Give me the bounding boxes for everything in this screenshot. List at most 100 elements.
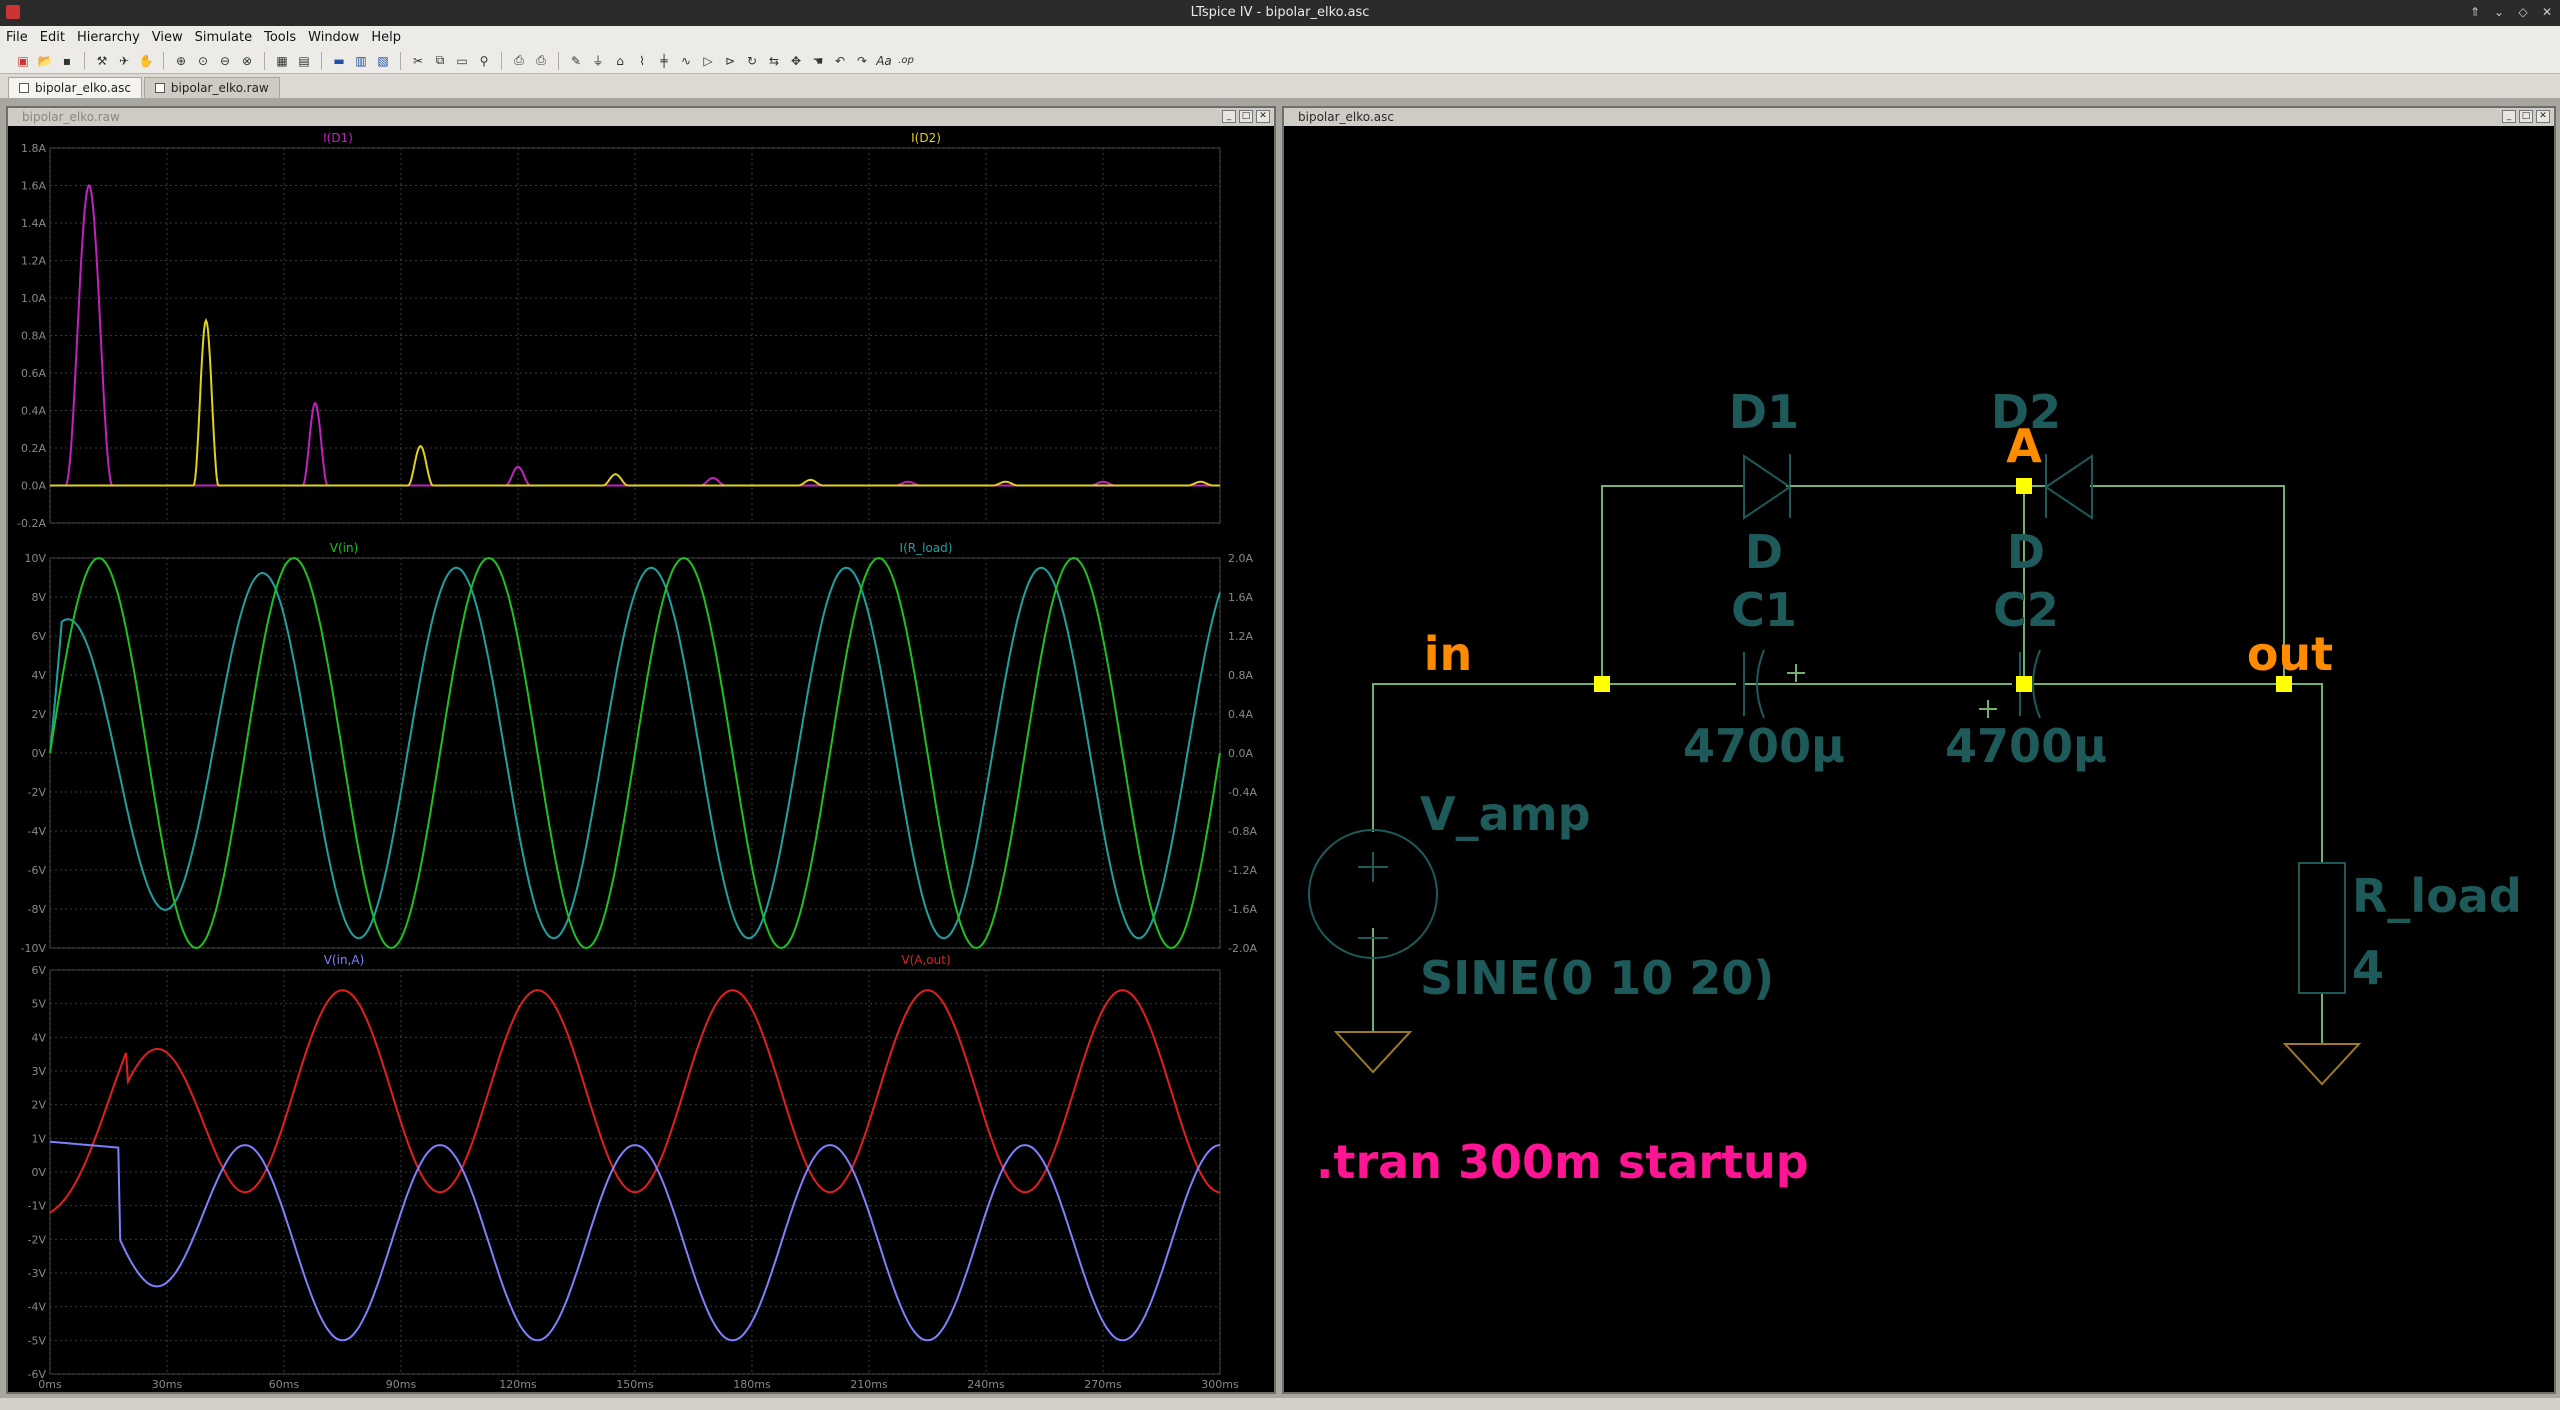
trace-irload[interactable]: [49, 566, 1221, 940]
copy-icon[interactable]: ⧉: [435, 53, 445, 67]
legend-vina[interactable]: V(in,A): [324, 953, 365, 967]
c2-name[interactable]: C2: [1993, 583, 2059, 637]
trace-vin[interactable]: [49, 556, 1221, 950]
resistor-icon[interactable]: ⌇: [639, 53, 645, 68]
print-icon[interactable]: ⎙: [536, 53, 546, 67]
v-amp-value[interactable]: SINE(0 10 20): [1420, 951, 1774, 1005]
schematic-canvas[interactable]: in A out D1 D D2 D C1 4700µ C2 4700µ V_a…: [1284, 126, 2554, 1392]
rotate-icon[interactable]: ↻: [746, 53, 758, 68]
close-icon[interactable]: ✕: [2536, 110, 2550, 123]
r-load-value[interactable]: 4: [2352, 941, 2384, 995]
autorange-icon[interactable]: ▦: [276, 53, 288, 68]
diode-d1[interactable]: [1743, 454, 1804, 520]
waveform-plot[interactable]: 1.8A1.6A1.4A1.2A1.0A0.8A0.6A0.4A0.2A0.0A…: [8, 126, 1274, 1392]
maximize-icon[interactable]: ◇: [2518, 5, 2528, 19]
d2-value[interactable]: D: [2007, 525, 2045, 579]
save-icon[interactable]: ▪: [62, 53, 72, 68]
restore-icon[interactable]: □: [1239, 110, 1253, 123]
menu-view[interactable]: View: [151, 29, 183, 45]
c2-value[interactable]: 4700µ: [1945, 719, 2107, 773]
minimize-icon[interactable]: _: [1222, 110, 1236, 123]
d2-name[interactable]: D2: [1991, 385, 2061, 439]
control-panel-icon[interactable]: ⚒: [96, 53, 108, 68]
zoom-in-icon[interactable]: ⊕: [175, 53, 187, 68]
net-label-in[interactable]: in: [1424, 627, 1473, 681]
inductor-icon[interactable]: ∿: [680, 53, 692, 68]
trace-id2[interactable]: [50, 317, 1220, 487]
close-icon[interactable]: ✕: [1256, 110, 1270, 123]
y-tick-label: 5V: [31, 998, 46, 1011]
menu-edit[interactable]: Edit: [39, 29, 65, 45]
d1-name[interactable]: D1: [1729, 385, 1799, 439]
menu-help[interactable]: Help: [371, 29, 402, 45]
voltage-source-v-amp[interactable]: [1308, 829, 1438, 959]
x-tick-label: 0ms: [38, 1378, 62, 1391]
ground-icon[interactable]: ⏚: [591, 54, 604, 68]
component-icon[interactable]: ⊳: [724, 53, 736, 68]
draw-wire-icon[interactable]: ✎: [570, 53, 582, 68]
ground-symbol-2[interactable]: [2282, 1043, 2362, 1086]
spice-directive-icon[interactable]: .op: [898, 55, 914, 66]
print-setup-icon[interactable]: ⎙: [514, 53, 524, 67]
close-icon[interactable]: ✕: [2541, 5, 2553, 19]
tile-horizontal-icon[interactable]: ▬: [333, 53, 345, 68]
menu-hierarchy[interactable]: Hierarchy: [76, 29, 140, 45]
minimize-icon[interactable]: _: [2502, 110, 2516, 123]
menu-window[interactable]: Window: [308, 29, 360, 45]
cut-icon[interactable]: ✂: [412, 53, 424, 68]
c1-name[interactable]: C1: [1731, 583, 1797, 637]
redo-icon[interactable]: ↷: [856, 53, 868, 68]
capacitor-icon[interactable]: ╪: [660, 53, 668, 68]
drag-icon[interactable]: ☚: [812, 53, 824, 68]
legend-irload[interactable]: I(R_load): [900, 541, 953, 555]
menu-file[interactable]: File: [6, 29, 28, 45]
net-label-out[interactable]: out: [2247, 627, 2333, 681]
mirror-icon[interactable]: ⇆: [768, 53, 780, 68]
net-label-a[interactable]: A: [2006, 419, 2042, 473]
legend-vin[interactable]: V(in): [330, 541, 359, 555]
r-load-name[interactable]: R_load: [2352, 869, 2522, 923]
legend-vaout[interactable]: V(A,out): [901, 953, 950, 967]
keep-above-icon[interactable]: ⇑: [2469, 5, 2481, 19]
minimize-icon[interactable]: ⌄: [2493, 5, 2505, 19]
tab-waveform[interactable]: bipolar_elko.raw: [143, 77, 280, 98]
x-tick-label: 300ms: [1201, 1378, 1239, 1391]
legend-id1[interactable]: I(D1): [323, 131, 353, 145]
zoom-out-icon[interactable]: ⊖: [219, 53, 231, 68]
pan-icon[interactable]: ⊙: [197, 53, 209, 68]
spice-directive[interactable]: .tran 300m startup: [1316, 1135, 1809, 1189]
undo-icon[interactable]: ↶: [834, 53, 846, 68]
x-tick-label: 150ms: [616, 1378, 654, 1391]
grid-icon[interactable]: ▤: [298, 53, 310, 68]
diode-d2[interactable]: [2044, 454, 2093, 520]
paste-icon[interactable]: ▭: [456, 53, 468, 68]
y-tick-label: 8V: [31, 591, 46, 604]
v-amp-name[interactable]: V_amp: [1420, 787, 1591, 841]
schematic-window[interactable]: bipolar_elko.asc _ □ ✕: [1282, 106, 2556, 1394]
cascade-icon[interactable]: ▥: [355, 53, 367, 68]
resistor-r-load[interactable]: [2298, 862, 2346, 994]
new-schematic-icon[interactable]: ▣: [17, 53, 29, 68]
label-net-icon[interactable]: ⌂: [616, 53, 624, 68]
trace-vaout[interactable]: [49, 989, 1221, 1214]
text-icon[interactable]: Aa: [876, 53, 892, 68]
y-tick-label-right: -2.0A: [1228, 942, 1257, 955]
diode-icon[interactable]: ▷: [703, 53, 713, 68]
ground-symbol-1[interactable]: [1333, 1031, 1413, 1074]
trace-vina[interactable]: [49, 1140, 1221, 1342]
d1-value[interactable]: D: [1745, 525, 1783, 579]
zoom-fit-icon[interactable]: ⊗: [241, 53, 253, 68]
legend-id2[interactable]: I(D2): [911, 131, 941, 145]
menu-simulate[interactable]: Simulate: [194, 29, 253, 45]
find-icon[interactable]: ⚲: [479, 53, 489, 68]
move-icon[interactable]: ✥: [790, 53, 802, 68]
c1-value[interactable]: 4700µ: [1683, 719, 1845, 773]
tile-vertical-icon[interactable]: ▧: [377, 53, 389, 68]
run-icon[interactable]: ✈: [118, 53, 130, 68]
halt-icon[interactable]: ✋: [138, 53, 154, 68]
restore-icon[interactable]: □: [2519, 110, 2533, 123]
menu-tools[interactable]: Tools: [264, 29, 297, 45]
tab-schematic[interactable]: bipolar_elko.asc: [8, 77, 142, 98]
open-icon[interactable]: 📂: [37, 53, 53, 68]
